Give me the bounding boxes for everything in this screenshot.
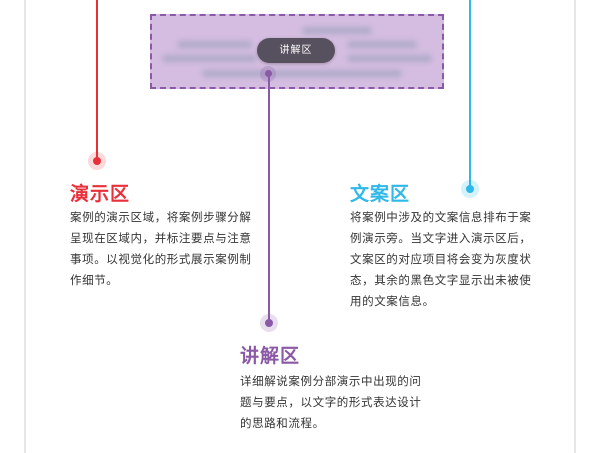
demo-body-line: 呈现在区域内，并标注要点与注意 — [70, 231, 252, 245]
demo-body-line: 作细节。 — [70, 273, 119, 287]
copy-body-line: 用的文案信息。 — [350, 294, 435, 308]
explain-callout-button[interactable]: 讲解区 — [257, 38, 335, 63]
demo-area-box — [150, 14, 444, 89]
copy-body-line: 态，其余的黑色文字显示出未被使 — [350, 273, 532, 287]
copy-section-body: 将案例中涉及的文案信息排布于案 例演示旁。当文字进入演示区后， 文案区的对应项目… — [350, 207, 532, 312]
page-border-left — [24, 0, 26, 453]
blurred-text-line — [177, 41, 252, 48]
demo-body-line: 事项。以视觉化的形式展示案例制 — [70, 252, 252, 266]
demo-section-title: 演示区 — [70, 183, 131, 205]
explain-body-line: 详细解说案例分部演示中出现的问 — [240, 374, 422, 388]
explain-section-body: 详细解说案例分部演示中出现的问 题与要点，以文字的形式表达设计 的思路和流程。 — [240, 371, 422, 434]
demo-section-body: 案例的演示区域，将案例步骤分解 呈现在区域内，并标注要点与注意 事项。以视觉化的… — [70, 207, 252, 291]
explain-body-line: 的思路和流程。 — [240, 416, 325, 430]
copy-marker-dot — [466, 185, 474, 193]
explain-section-title: 讲解区 — [240, 345, 301, 367]
demo-body-line: 案例的演示区域，将案例步骤分解 — [70, 210, 252, 224]
explain-connector-line — [268, 74, 270, 323]
copy-section-title: 文案区 — [350, 183, 411, 205]
copy-body-line: 文案区的对应项目将会变为灰度状 — [350, 252, 532, 266]
explain-body-line: 题与要点，以文字的形式表达设计 — [240, 395, 422, 409]
copy-body-line: 将案例中涉及的文案信息排布于案 — [350, 210, 532, 224]
blurred-text-line — [302, 27, 372, 34]
blurred-text-line — [347, 41, 417, 48]
explain-marker-dot — [265, 319, 273, 327]
blurred-text-line — [202, 70, 402, 77]
copy-connector-line — [469, 0, 471, 189]
copy-body-line: 例演示旁。当文字进入演示区后， — [350, 231, 532, 245]
explain-top-marker-dot — [265, 70, 272, 77]
blurred-text-line — [162, 55, 257, 62]
blurred-text-line — [347, 55, 432, 62]
demo-marker-dot — [93, 157, 101, 165]
demo-connector-line — [96, 0, 98, 161]
page-border-right — [574, 0, 576, 453]
